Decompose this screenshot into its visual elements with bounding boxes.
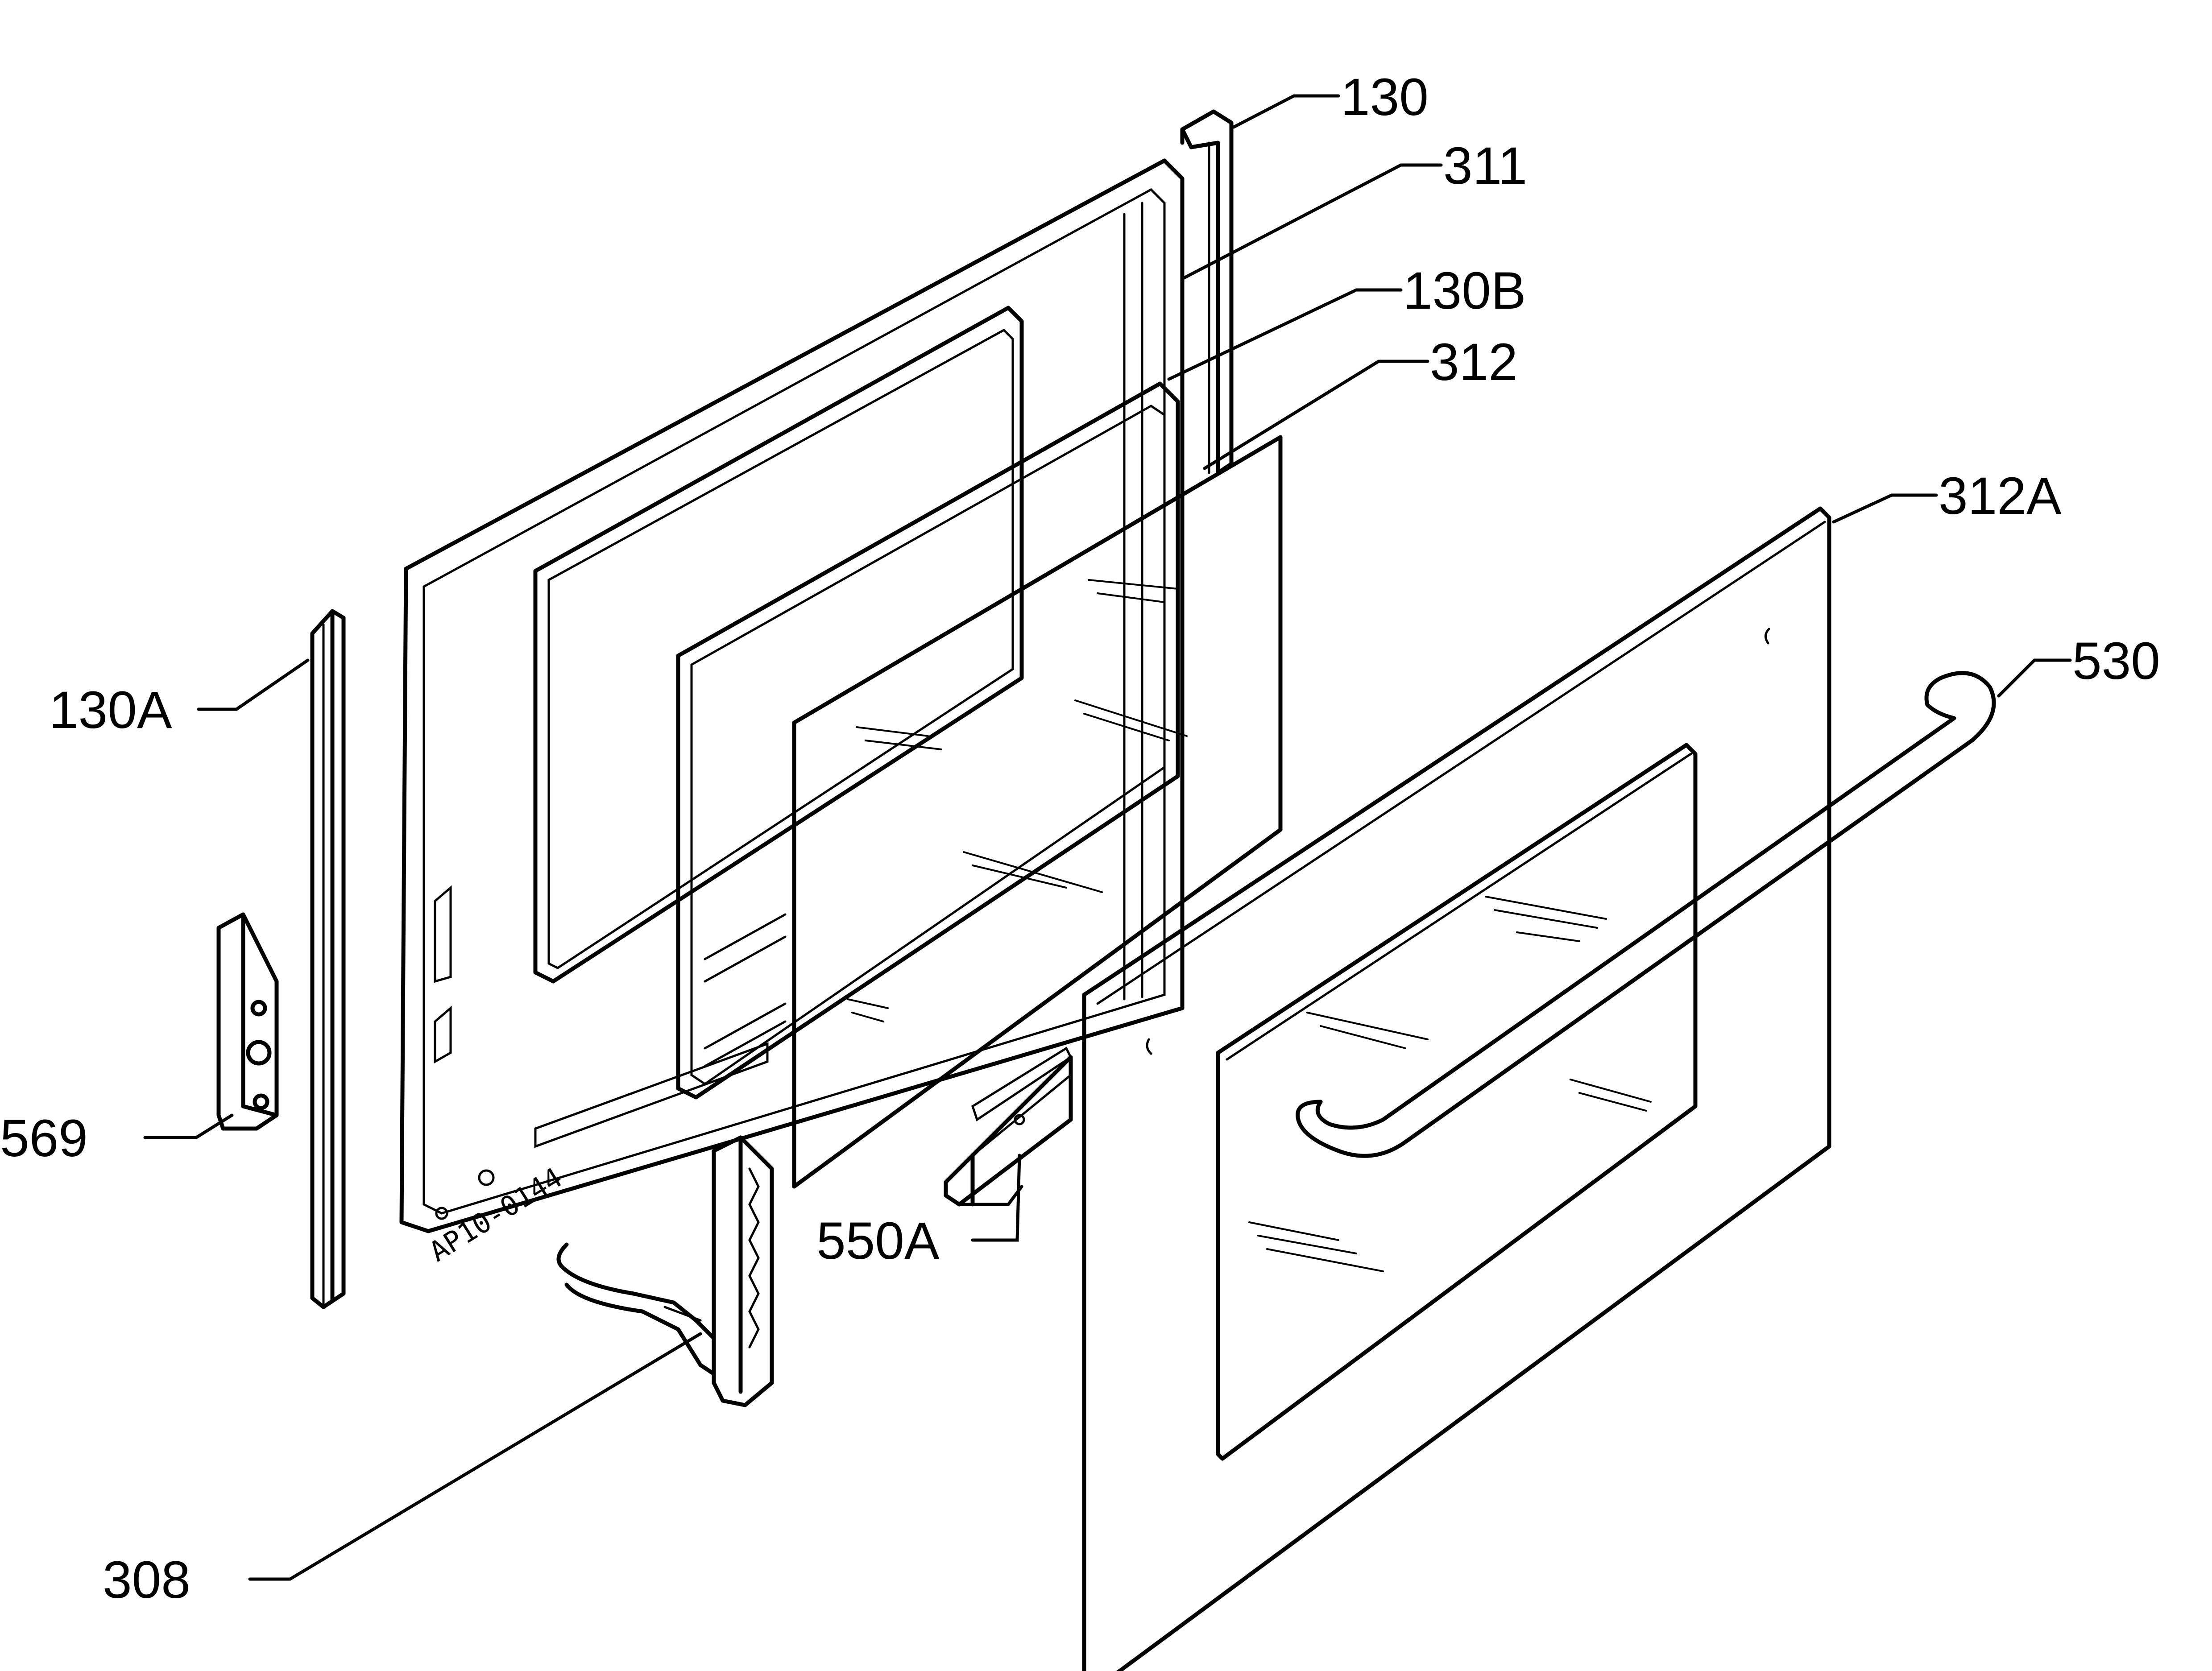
label-311: 311 xyxy=(1443,136,1527,195)
part-130a-left-seal xyxy=(310,609,346,1309)
label-569: 569 xyxy=(0,1109,88,1168)
label-550a: 550A xyxy=(816,1212,940,1270)
label-312: 312 xyxy=(1430,333,1518,392)
part-308-hinge-arm xyxy=(556,1135,774,1407)
label-530: 530 xyxy=(2072,632,2160,691)
part-530-door-handle xyxy=(1296,671,1996,1158)
part-312a-outer-glass xyxy=(1082,506,1831,1671)
part-labels: 130 311 130B 312 312A 530 130A 569 550A … xyxy=(0,68,2160,1609)
label-308: 308 xyxy=(103,1551,191,1609)
part-312-glass-pane xyxy=(792,435,1283,1189)
part-130b-seal-frame xyxy=(676,381,1180,1100)
part-130-top-strip xyxy=(1180,109,1234,475)
part-311-inner-frame xyxy=(399,158,1185,1233)
label-130b: 130B xyxy=(1403,261,1526,320)
label-130: 130 xyxy=(1341,68,1429,127)
leader-lines xyxy=(143,94,2072,1581)
label-130a: 130A xyxy=(49,681,172,740)
part-569-hinge-bracket xyxy=(216,912,279,1131)
label-312a: 312A xyxy=(1939,467,2062,525)
diagram-stamp: AP10-0144 xyxy=(423,1161,568,1268)
part-550a-lower-rail xyxy=(944,1046,1073,1207)
